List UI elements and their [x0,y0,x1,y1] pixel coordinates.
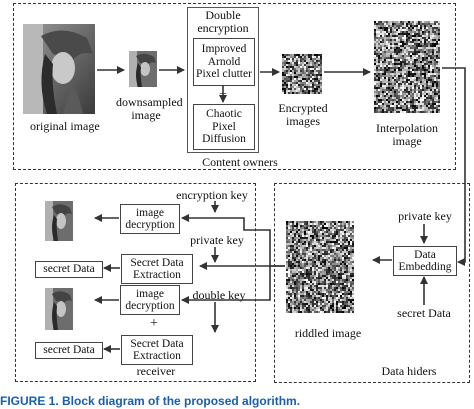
downsampled-image-label: downsampled image [116,95,183,122]
secret-extraction-label-1: Secret Data Extraction [130,256,184,282]
receiver-label: receiver [136,364,176,378]
arnold-pixel-clutter-box: Improved Arnold Pixel clutter [193,38,255,86]
secret-extraction-label-2: Secret Data Extraction [130,337,184,363]
riddled-image-label: riddled image [294,326,362,340]
data-hiders-region [274,183,470,383]
data-embedding-label: Data Embedding [398,248,452,274]
encryption-key-label: encryption key [176,188,248,202]
hider-private-key-label: private key [398,209,452,223]
image-decryption-box-1: image decryption [120,204,180,234]
secret-data-label-1: secret Data [43,263,95,276]
receiver-plus-symbol: + [150,316,158,331]
interpolation-noise [374,21,440,113]
content-owners-region [13,3,456,170]
secret-data-label-2: secret Data [43,344,95,357]
riddled-image [286,221,354,313]
encrypted-images-label: Encrypted images [278,101,328,128]
arrow-riddled-to-decryption-1 [181,214,285,267]
secret-data-box-1: secret Data [35,261,103,278]
encrypted-image [282,54,322,94]
original-image [23,24,95,114]
double-encryption-title: Double encryption [197,8,249,35]
figure-caption: FIGURE 1. Block diagram of the proposed … [0,394,301,408]
downsampled-image [129,51,157,87]
decrypted-image-1 [45,201,73,241]
data-embedding-box: Data Embedding [393,246,457,276]
secret-extraction-box-2: Secret Data Extraction [121,335,193,365]
chaotic-pixel-diffusion-box: Chaotic Pixel Diffusion [193,104,255,150]
receiver-region [15,183,256,382]
image-decryption-label-2: image decryption [125,287,175,313]
double-key-label: double key [192,288,246,302]
secret-data-box-2: secret Data [35,342,103,359]
arrow-riddled-to-decryption-2 [181,266,271,304]
decrypted-image-2 [45,288,73,330]
image-decryption-label-1: image decryption [125,206,175,232]
riddled-noise [286,221,354,313]
chaotic-pixel-diffusion-label: Chaotic Pixel Diffusion [202,108,246,146]
secret-extraction-box-1: Secret Data Extraction [121,254,193,284]
original-image-label: original image [30,119,100,133]
receiver-private-key-label: private key [190,233,244,247]
data-hiders-label: Data hiders [381,364,437,378]
interpolation-image-label: Interpolation image [376,121,438,148]
hider-secret-data-label: secret Data [397,306,451,320]
content-owners-label: Content owners [202,155,278,169]
image-decryption-box-2: image decryption [120,285,180,315]
encrypted-noise [282,54,322,94]
arrow-interpolation-to-embedding [442,67,466,266]
arnold-pixel-clutter-label: Improved Arnold Pixel clutter [196,43,252,81]
interpolation-image [374,21,440,113]
